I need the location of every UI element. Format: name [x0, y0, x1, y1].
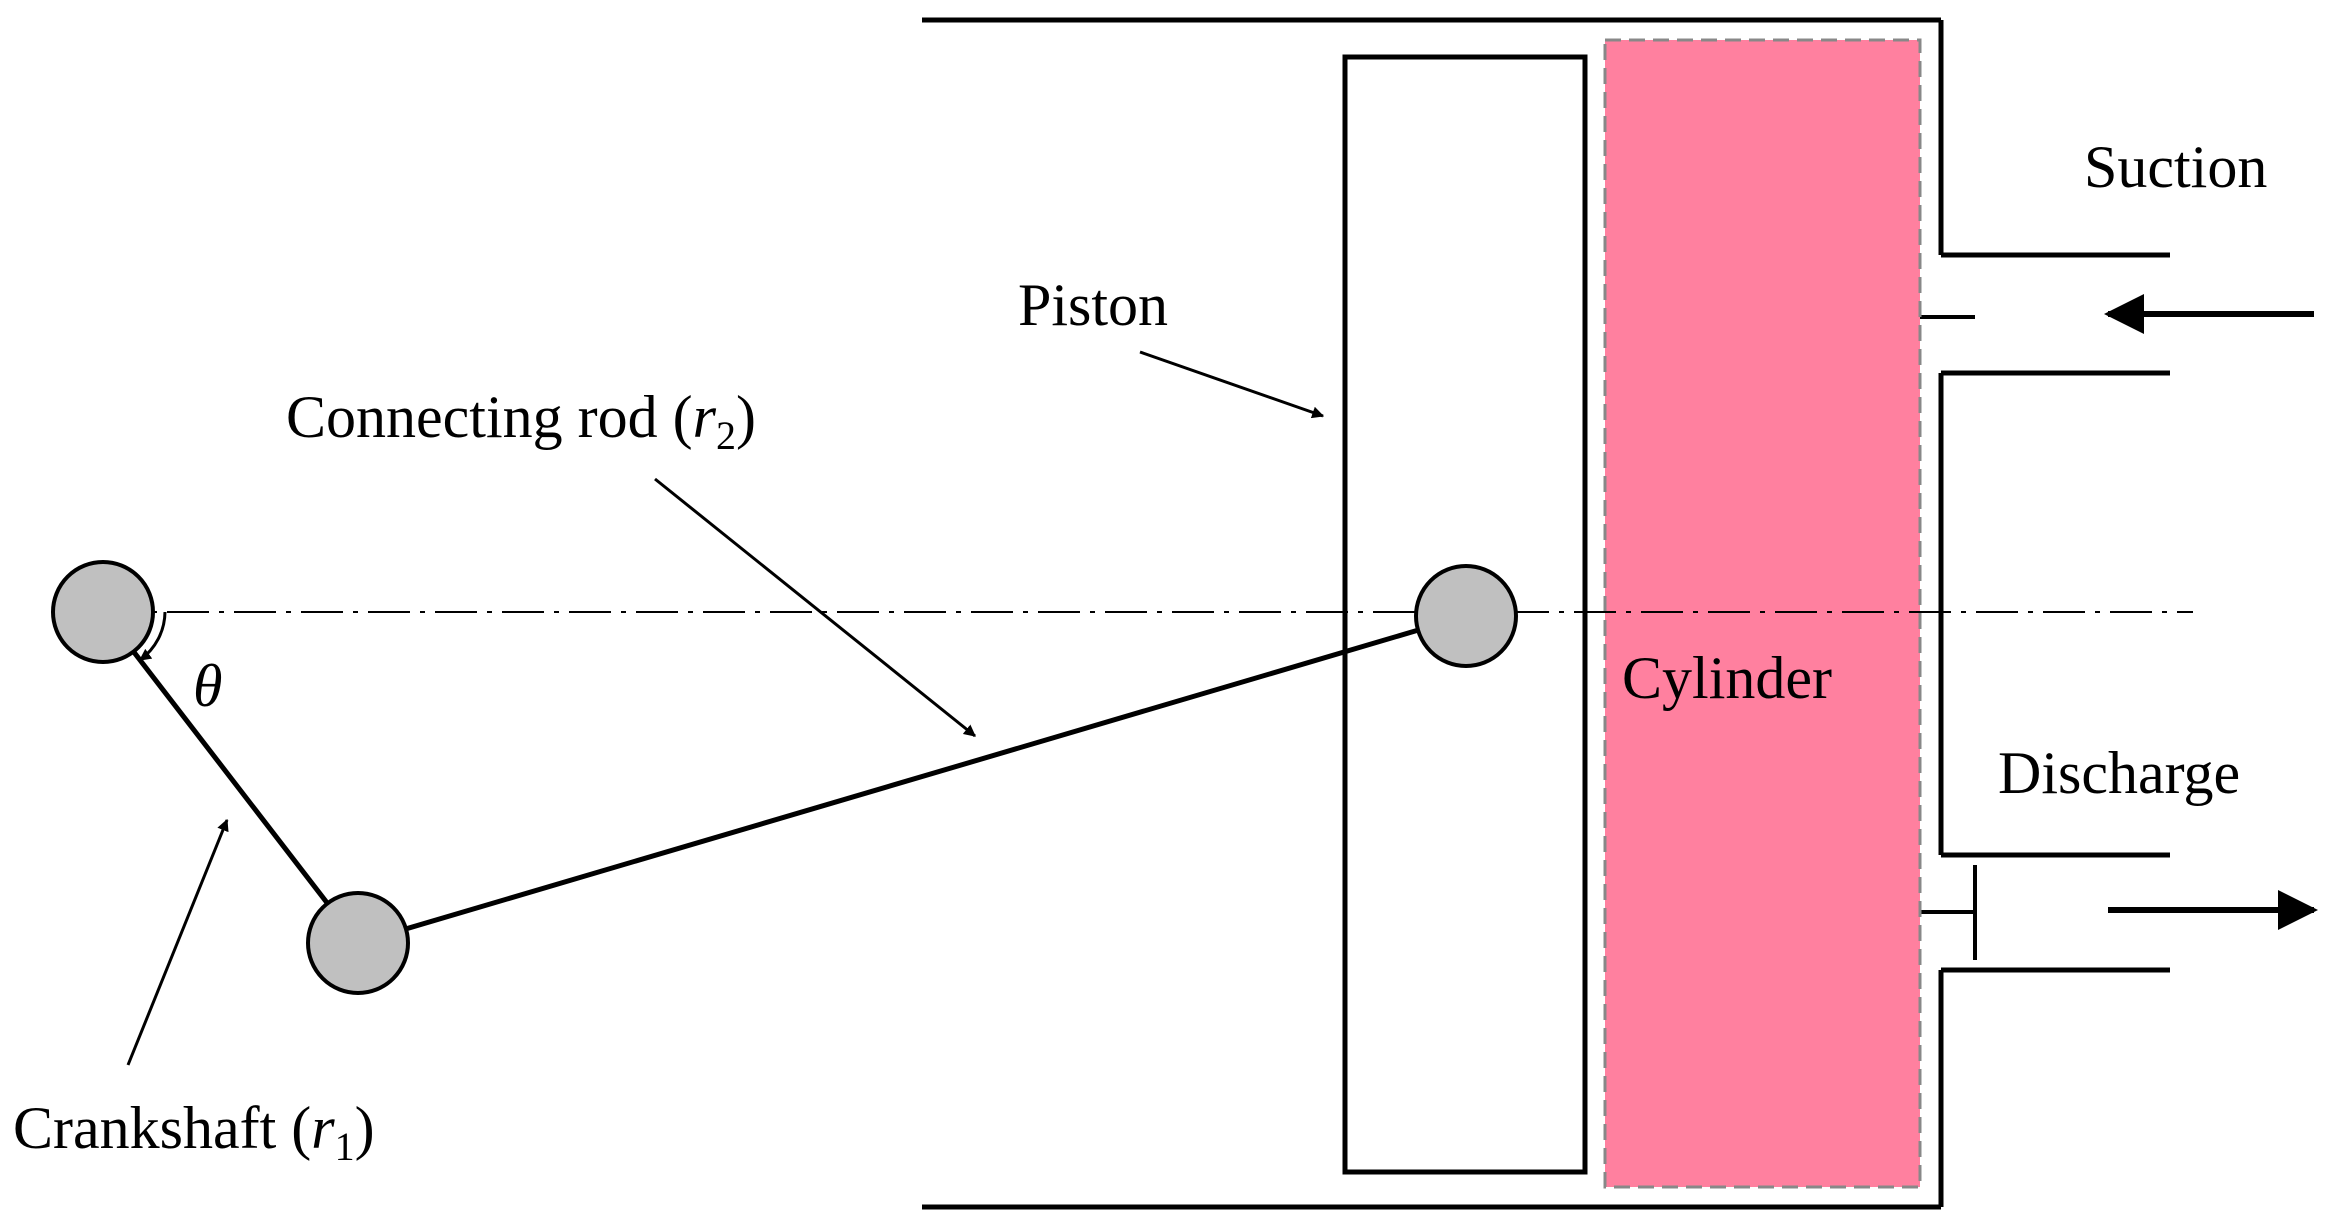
angle-theta-label: θ: [193, 653, 222, 719]
crankshaft-label-close: ): [355, 1095, 375, 1161]
piston-leader-arrow: [1139, 350, 1325, 419]
crankshaft-label-sub: 1: [335, 1124, 355, 1169]
connecting-rod-leader-arrow: [654, 477, 976, 738]
crank-pin-joint: [306, 891, 410, 995]
suction-label: Suction: [2084, 134, 2267, 200]
crankshaft-label-text: Crankshaft (: [13, 1095, 311, 1161]
connecting-rod-label-sub: 2: [716, 413, 736, 458]
cylinder-volume: [1603, 38, 1922, 1189]
connecting-rod-label-close: ): [736, 384, 756, 450]
discharge-port: [1941, 852, 2170, 973]
connecting-rod: [357, 613, 1467, 946]
piston-label: Piston: [1018, 272, 1168, 338]
connecting-rod-label-text: Connecting rod (: [286, 384, 693, 450]
cylinder-housing: [922, 17, 1944, 1210]
wrist-pin-joint: [1414, 564, 1518, 668]
crankshaft-label-var: r: [311, 1095, 335, 1161]
connecting-rod-label-var: r: [693, 384, 717, 450]
angle-arc: [139, 611, 167, 662]
discharge-label: Discharge: [1998, 740, 2240, 806]
crankshaft-label: Crankshaft (r1): [13, 1095, 375, 1169]
connecting-rod-label: Connecting rod (r2): [286, 384, 756, 458]
cylinder-label: Cylinder: [1622, 645, 1832, 711]
crankshaft-leader-arrow: [126, 818, 229, 1066]
crank-arm: [101, 610, 360, 945]
suction-port: [1941, 252, 2170, 376]
crank-center-joint: [51, 560, 155, 664]
